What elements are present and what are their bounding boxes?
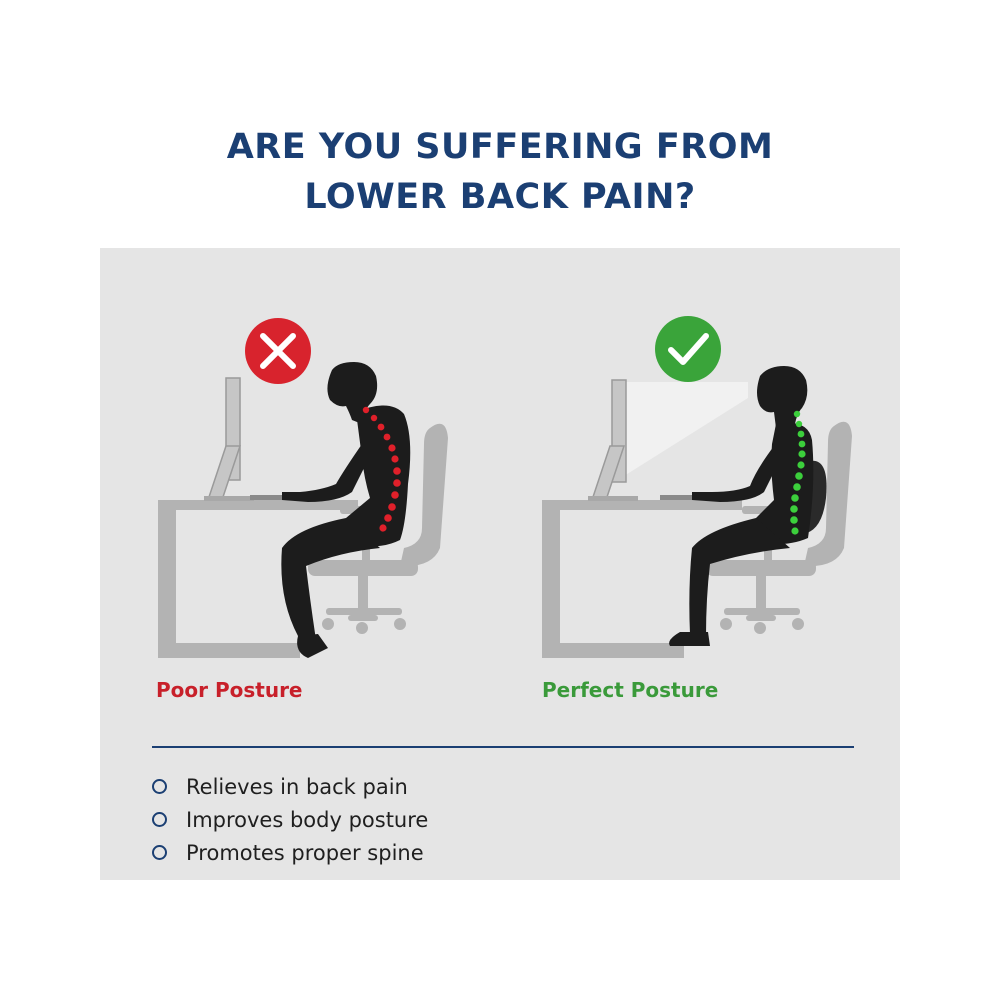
circle-bullet-icon bbox=[152, 845, 167, 860]
monitor-left bbox=[204, 377, 254, 501]
poor-spine-dots bbox=[362, 406, 401, 532]
circle-bullet-icon bbox=[152, 779, 167, 794]
person-upright bbox=[669, 366, 814, 646]
headline: ARE YOU SUFFERING FROM LOWER BACK PAIN? bbox=[0, 122, 1000, 222]
posture-panel: Poor Posture Perfect Posture Relieves in… bbox=[100, 248, 900, 880]
perfect-posture-label: Perfect Posture bbox=[542, 678, 719, 702]
keyboard-right bbox=[660, 495, 710, 500]
cross-mark-icon bbox=[245, 318, 311, 384]
perfect-posture-scene bbox=[542, 316, 852, 658]
section-divider bbox=[152, 746, 854, 748]
chair-left bbox=[308, 423, 448, 634]
headline-line-2: LOWER BACK PAIN? bbox=[304, 177, 696, 217]
benefit-text: Improves body posture bbox=[186, 807, 429, 832]
benefit-item: Relieves in back pain bbox=[152, 770, 428, 803]
perfect-spine-dots bbox=[790, 410, 806, 535]
check-mark-icon bbox=[655, 316, 721, 382]
benefit-item: Improves body posture bbox=[152, 803, 428, 836]
poor-posture-scene bbox=[158, 318, 448, 658]
poor-posture-label: Poor Posture bbox=[156, 678, 303, 702]
benefits-list: Relieves in back pain Improves body post… bbox=[152, 770, 428, 869]
posture-illustration bbox=[158, 316, 852, 658]
benefit-text: Promotes proper spine bbox=[186, 840, 424, 865]
desk-left bbox=[158, 500, 358, 658]
headline-line-1: ARE YOU SUFFERING FROM bbox=[226, 127, 774, 167]
benefit-item: Promotes proper spine bbox=[152, 836, 428, 869]
benefit-text: Relieves in back pain bbox=[186, 774, 408, 799]
keyboard-left bbox=[250, 495, 300, 500]
desk-right bbox=[542, 500, 742, 658]
monitor-right bbox=[588, 379, 748, 501]
circle-bullet-icon bbox=[152, 812, 167, 827]
